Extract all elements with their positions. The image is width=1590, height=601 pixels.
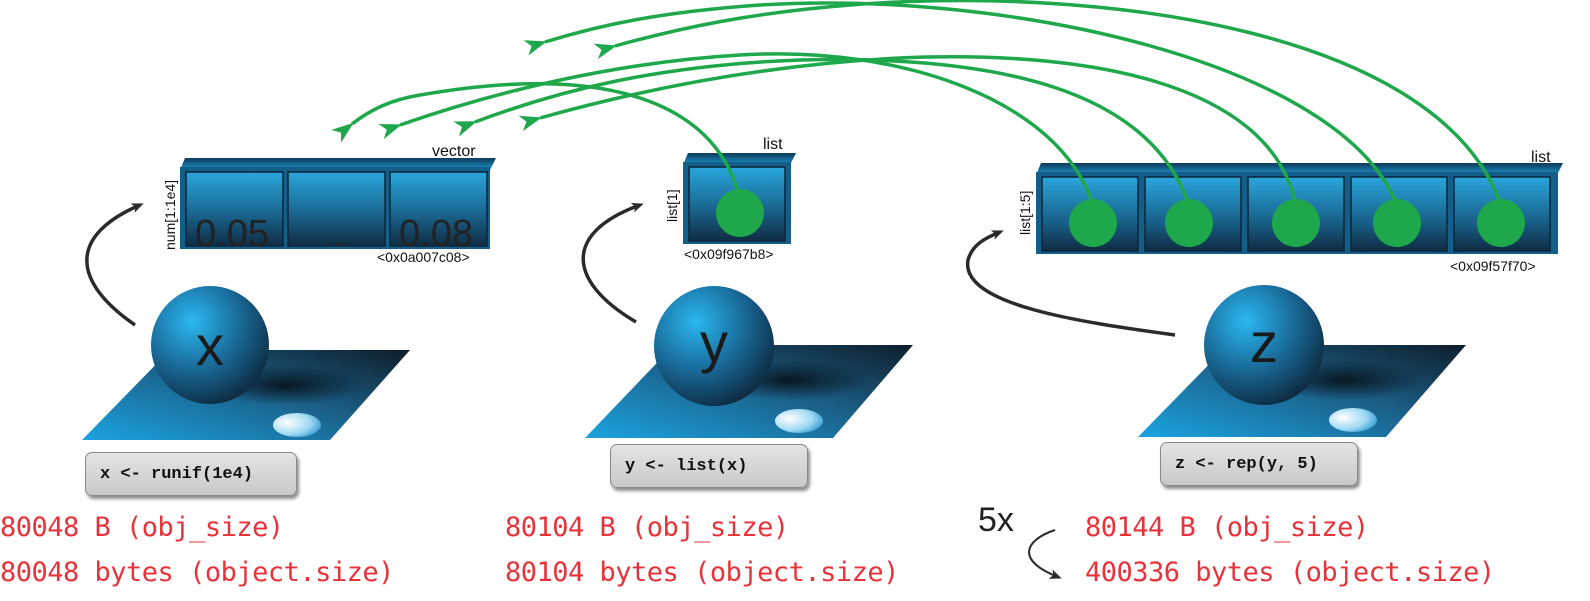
x-vector-box: 0.05 ... 0.08 bbox=[180, 158, 496, 255]
pointer-arcs bbox=[331, 0, 1503, 206]
y-floor-hole bbox=[775, 409, 823, 433]
x-obj-size-text: 80048 B (obj_size) bbox=[0, 512, 284, 543]
z-variable-label: z bbox=[1250, 311, 1278, 374]
x-code-box: x <- runif(1e4) bbox=[85, 452, 297, 496]
x-cell-value-2: ... bbox=[324, 220, 349, 253]
z-pointer-dot-2 bbox=[1165, 199, 1213, 247]
z-obj-size-text: 80144 B (obj_size) bbox=[1085, 512, 1369, 543]
z-pointer-dot-5 bbox=[1477, 199, 1525, 247]
y-pointer-dot-1 bbox=[716, 189, 764, 237]
z-pointer-dot-4 bbox=[1373, 199, 1421, 247]
z-pointer-dot-1 bbox=[1069, 199, 1117, 247]
z-pointer-arc-5 bbox=[593, 0, 1503, 206]
y-address: <0x09f967b8> bbox=[684, 246, 774, 262]
z-floor-hole bbox=[1329, 408, 1377, 432]
z-address: <0x09f57f70> bbox=[1450, 258, 1536, 274]
z-pointer-arc-1 bbox=[378, 52, 1095, 206]
y-list-box bbox=[683, 153, 796, 244]
z-type-label: list bbox=[1531, 149, 1551, 166]
x-variable-label: x bbox=[196, 314, 224, 377]
x-cell-value-1: 0.05 bbox=[195, 213, 269, 255]
z-binding-arrow bbox=[966, 230, 1176, 337]
z-pointer-arc-2 bbox=[453, 57, 1191, 206]
y-sphere bbox=[654, 286, 774, 406]
z-object-size-text: 400336 bytes (object.size) bbox=[1085, 557, 1495, 588]
x-vector-cell-3 bbox=[389, 171, 488, 247]
z-sphere bbox=[1204, 285, 1324, 405]
y-type-label: list bbox=[763, 136, 783, 153]
x-address: <0x0a007c08> bbox=[377, 249, 470, 265]
x-dim-label: num[1:1e4] bbox=[162, 180, 178, 250]
x-object-size-text: 80048 bytes (object.size) bbox=[0, 557, 394, 588]
x-sphere bbox=[151, 286, 269, 404]
y-scene: y list list[1] <0x09f967b8> bbox=[581, 136, 913, 438]
y-obj-size-text: 80104 B (obj_size) bbox=[505, 512, 789, 543]
y-dim-label: list[1] bbox=[664, 189, 680, 222]
z-pointer-dot-3 bbox=[1272, 199, 1320, 247]
x-type-label: vector bbox=[432, 143, 476, 160]
y-variable-label: y bbox=[700, 311, 728, 374]
z-code-box: z <- rep(y, 5) bbox=[1160, 442, 1358, 486]
z-pointer-arc-3 bbox=[518, 55, 1298, 206]
z-pointer-arc-4 bbox=[523, 1, 1399, 206]
y-object-size-text: 80104 bytes (object.size) bbox=[505, 557, 899, 588]
x-scene: x 0.05 ... 0.08 vector num[1:1e4] <0x0a0… bbox=[82, 143, 496, 440]
z-list-cell-3 bbox=[1247, 176, 1345, 252]
z-multiplier-arrow bbox=[1028, 529, 1062, 579]
x-vector-cell-1 bbox=[185, 171, 284, 247]
z-list-box bbox=[1036, 163, 1563, 254]
z-dim-label: list[1:5] bbox=[1017, 191, 1033, 235]
x-floor-hole bbox=[273, 413, 321, 437]
z-multiplier-label: 5x bbox=[978, 501, 1014, 539]
x-vector-cell-2 bbox=[287, 171, 386, 247]
y-code-box: y <- list(x) bbox=[610, 444, 808, 488]
y-binding-arrow bbox=[581, 203, 644, 324]
x-binding-arrow bbox=[85, 203, 144, 327]
z-scene: z list list[1:5] <0x09f57f70> bbox=[966, 149, 1563, 437]
x-cell-value-3: 0.08 bbox=[399, 213, 473, 255]
